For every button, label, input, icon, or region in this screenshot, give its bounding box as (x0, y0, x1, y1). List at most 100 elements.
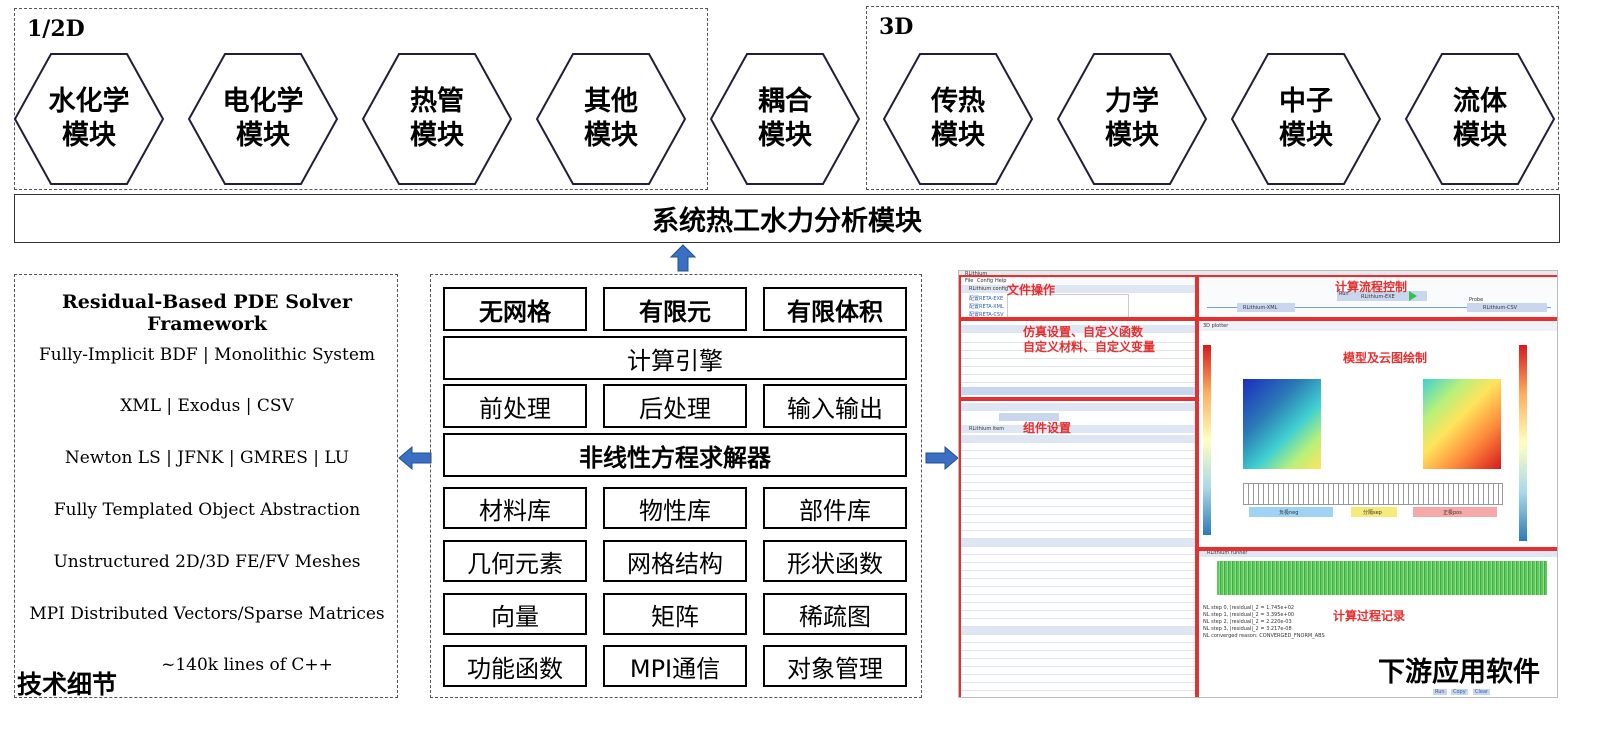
mini-settings-row[interactable] (959, 335, 1196, 343)
mini-menu-help[interactable]: Help (995, 278, 1007, 284)
mini-log-line: NL step 3, |residual|_2 = 3.217e-08 (1203, 626, 1292, 632)
mini-item-row[interactable] (959, 579, 1196, 587)
mini-item-row[interactable] (959, 435, 1196, 443)
mini-legend-sep-label: 分隔sep (1363, 510, 1382, 516)
annotation-box-flow-control (1197, 275, 1557, 319)
mini-item-row[interactable] (959, 595, 1196, 603)
mini-item-row[interactable] (959, 507, 1196, 515)
mini-plot-toolbar: 3D plotter (1197, 321, 1557, 331)
mini-node-exe-label: RLithium-EXE (1361, 294, 1395, 300)
mini-item-row[interactable] (959, 531, 1196, 539)
mini-plot-area: 3D plotter 负极neg 分隔sep 正极pos (1197, 321, 1557, 547)
module-3d-hex-1-label: 传热 模块 (931, 86, 985, 151)
mini-legend-pos-label: 正极pos (1443, 510, 1462, 516)
mini-item-row[interactable] (959, 555, 1196, 563)
mini-settings-row[interactable] (959, 375, 1196, 383)
downstream-caption: 下游应用软件 (1378, 657, 1540, 688)
mini-settings-row[interactable] (959, 351, 1196, 359)
mini-item-row[interactable] (959, 459, 1196, 467)
mini-item-row[interactable] (959, 651, 1196, 659)
mini-item-row[interactable] (959, 499, 1196, 507)
mini-run-icon[interactable] (1409, 291, 1417, 301)
annotation-flow-control: 计算流程控制 (1335, 280, 1408, 294)
mini-node-probe-label: Probe (1469, 297, 1484, 303)
mini-item-row[interactable] (959, 563, 1196, 571)
mini-config-row-2[interactable]: 配置RETA-XML (969, 304, 1004, 310)
tech-line-1: Fully-Implicit BDF | Monolithic System (38, 345, 376, 365)
mini-config-row-3[interactable]: 配置RETA-CSV (969, 312, 1004, 318)
mini-item-row[interactable] (959, 515, 1196, 523)
mini-item-row[interactable] (959, 443, 1196, 451)
mini-item-row[interactable] (959, 611, 1196, 619)
object-management: 对象管理 (763, 645, 907, 687)
mini-item-row[interactable] (959, 467, 1196, 475)
mini-colorbar-left (1203, 345, 1211, 535)
mini-item-row[interactable] (959, 539, 1196, 547)
mpi-communication: MPI通信 (603, 645, 747, 687)
mini-runner-header: RLithium runner (1197, 549, 1557, 557)
mini-generic-value-header (959, 387, 1196, 395)
mini-component-chip[interactable] (999, 413, 1059, 421)
mini-item-row[interactable] (959, 667, 1196, 675)
module-2d-hex-4: 其他 模块 (535, 52, 687, 186)
mini-item-row[interactable] (959, 659, 1196, 667)
mini-settings-row[interactable] (959, 367, 1196, 375)
input-output: 输入输出 (763, 384, 907, 428)
mini-settings-row[interactable] (959, 359, 1196, 367)
preprocessing: 前处理 (443, 384, 587, 428)
sparsity-graph: 稀疏图 (763, 593, 907, 635)
mini-clear-button[interactable]: Clear (1473, 689, 1491, 695)
mini-node-xml[interactable]: RLithium-XML (1237, 303, 1295, 312)
mini-config-header: RLithium config (959, 285, 1196, 293)
mini-settings-row[interactable] (959, 343, 1196, 351)
mini-copy-button[interactable]: Copy (1451, 689, 1468, 695)
module-3d-hex-2: 力学 模块 (1056, 52, 1208, 186)
mesh-structure: 网格结构 (603, 540, 747, 582)
mini-item-title: RLithium item (969, 426, 1005, 432)
mini-item-row[interactable] (959, 491, 1196, 499)
coupling-module-hex: 耦合 模块 (709, 52, 861, 186)
mini-item-row[interactable] (959, 635, 1196, 643)
mini-item-row[interactable] (959, 683, 1196, 691)
module-3d-hex-2-shape (1056, 53, 1208, 185)
mini-item-row[interactable] (959, 619, 1196, 627)
mini-item-row[interactable] (959, 523, 1196, 531)
mini-run-button[interactable]: Run (1433, 689, 1447, 695)
module-3d-hex-2-label: 力学 模块 (1105, 86, 1159, 151)
mini-item-row[interactable] (959, 627, 1196, 635)
mini-path-fields[interactable] (1007, 294, 1129, 320)
tech-line-3: Newton LS | JFNK | GMRES | LU (64, 448, 350, 468)
annotation-box-process-log (1197, 549, 1557, 697)
annotation-process-log: 计算过程记录 (1333, 609, 1406, 623)
mini-item-row[interactable] (959, 475, 1196, 483)
mini-item-row[interactable] (959, 571, 1196, 579)
mini-item-row[interactable] (959, 587, 1196, 595)
coupling-module-hex-label: 耦合 模块 (758, 86, 812, 151)
mini-node-csv[interactable]: Probe RLithium-CSV (1467, 297, 1547, 312)
mini-config-row-1[interactable]: 配置RETA-EXE (969, 296, 1004, 302)
utility-functions: 功能函数 (443, 645, 587, 687)
mini-item-row[interactable] (959, 547, 1196, 555)
mini-menu-file[interactable]: File (965, 278, 974, 284)
mini-node-csv-label: RLithium-CSV (1483, 305, 1518, 311)
module-3d-hex-3-shape (1230, 53, 1382, 185)
mini-item-row[interactable] (959, 451, 1196, 459)
mini-log-line: NL step 1, |residual|_2 = 3.395e+00 (1203, 612, 1295, 618)
module-2d-hex-3: 热管 模块 (361, 52, 513, 186)
method-fvm: 有限体积 (763, 287, 907, 331)
mini-node-exe[interactable]: Run RLithium-EXE (1337, 291, 1427, 301)
core-framework-panel (430, 274, 922, 698)
mini-menu-config[interactable]: Config (977, 278, 994, 284)
module-3d-hex-3-label: 中子 模块 (1279, 86, 1333, 151)
mini-item-row[interactable] (959, 675, 1196, 683)
module-2d-hex-2-label: 电化学 模块 (222, 86, 304, 151)
module-2d-hex-1-label: 水化学 模块 (48, 86, 130, 151)
module-2d-hex-2-shape (187, 53, 339, 185)
mini-item-row[interactable] (959, 643, 1196, 651)
mini-item-row[interactable] (959, 603, 1196, 611)
mini-log-line: NL converged reason: CONVERGED_FNORM_ABS (1203, 633, 1325, 639)
mini-runner-panel: RLithium runner Run Copy Clear NL step 0… (1197, 549, 1557, 697)
annotation-box-sim-settings (959, 319, 1197, 399)
mini-legend-neg: 负极neg (1249, 507, 1333, 517)
mini-item-row[interactable] (959, 483, 1196, 491)
